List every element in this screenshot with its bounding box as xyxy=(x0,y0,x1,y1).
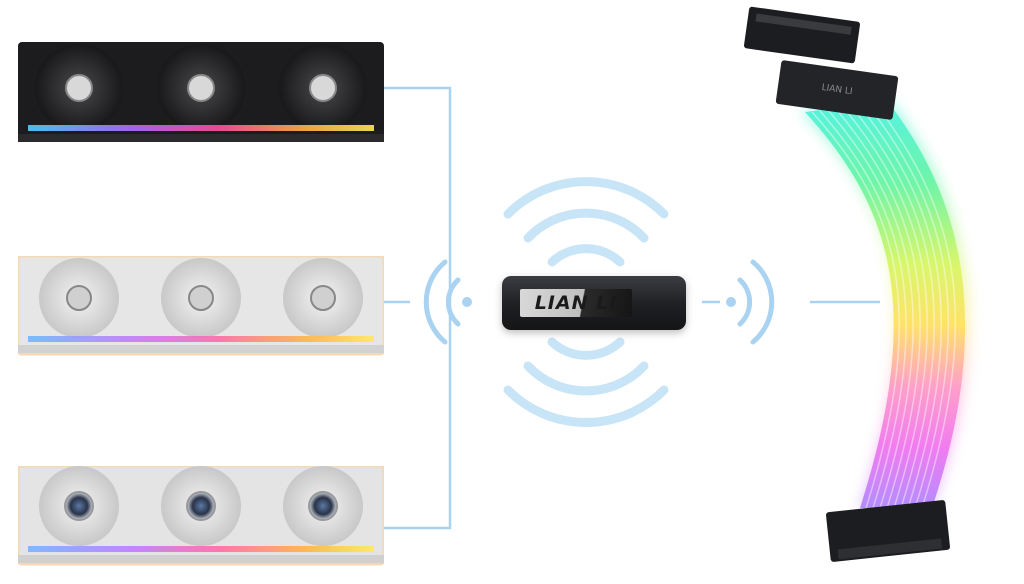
dongle-brand-label: LIAN LI xyxy=(534,292,618,314)
bottom-connector xyxy=(826,500,950,562)
dongle-plate xyxy=(520,289,632,317)
fan-group-white xyxy=(18,256,384,356)
top-connector: LIAN LI xyxy=(744,6,899,120)
connector-brand-label: LIAN LI xyxy=(821,83,853,97)
fan xyxy=(35,44,367,132)
wireless-dongle: LIAN LI xyxy=(502,276,686,330)
fan-group-mirror xyxy=(18,466,384,566)
rgb-extension-cable: LIAN LI xyxy=(720,0,1024,579)
fan-group-black xyxy=(18,42,384,146)
